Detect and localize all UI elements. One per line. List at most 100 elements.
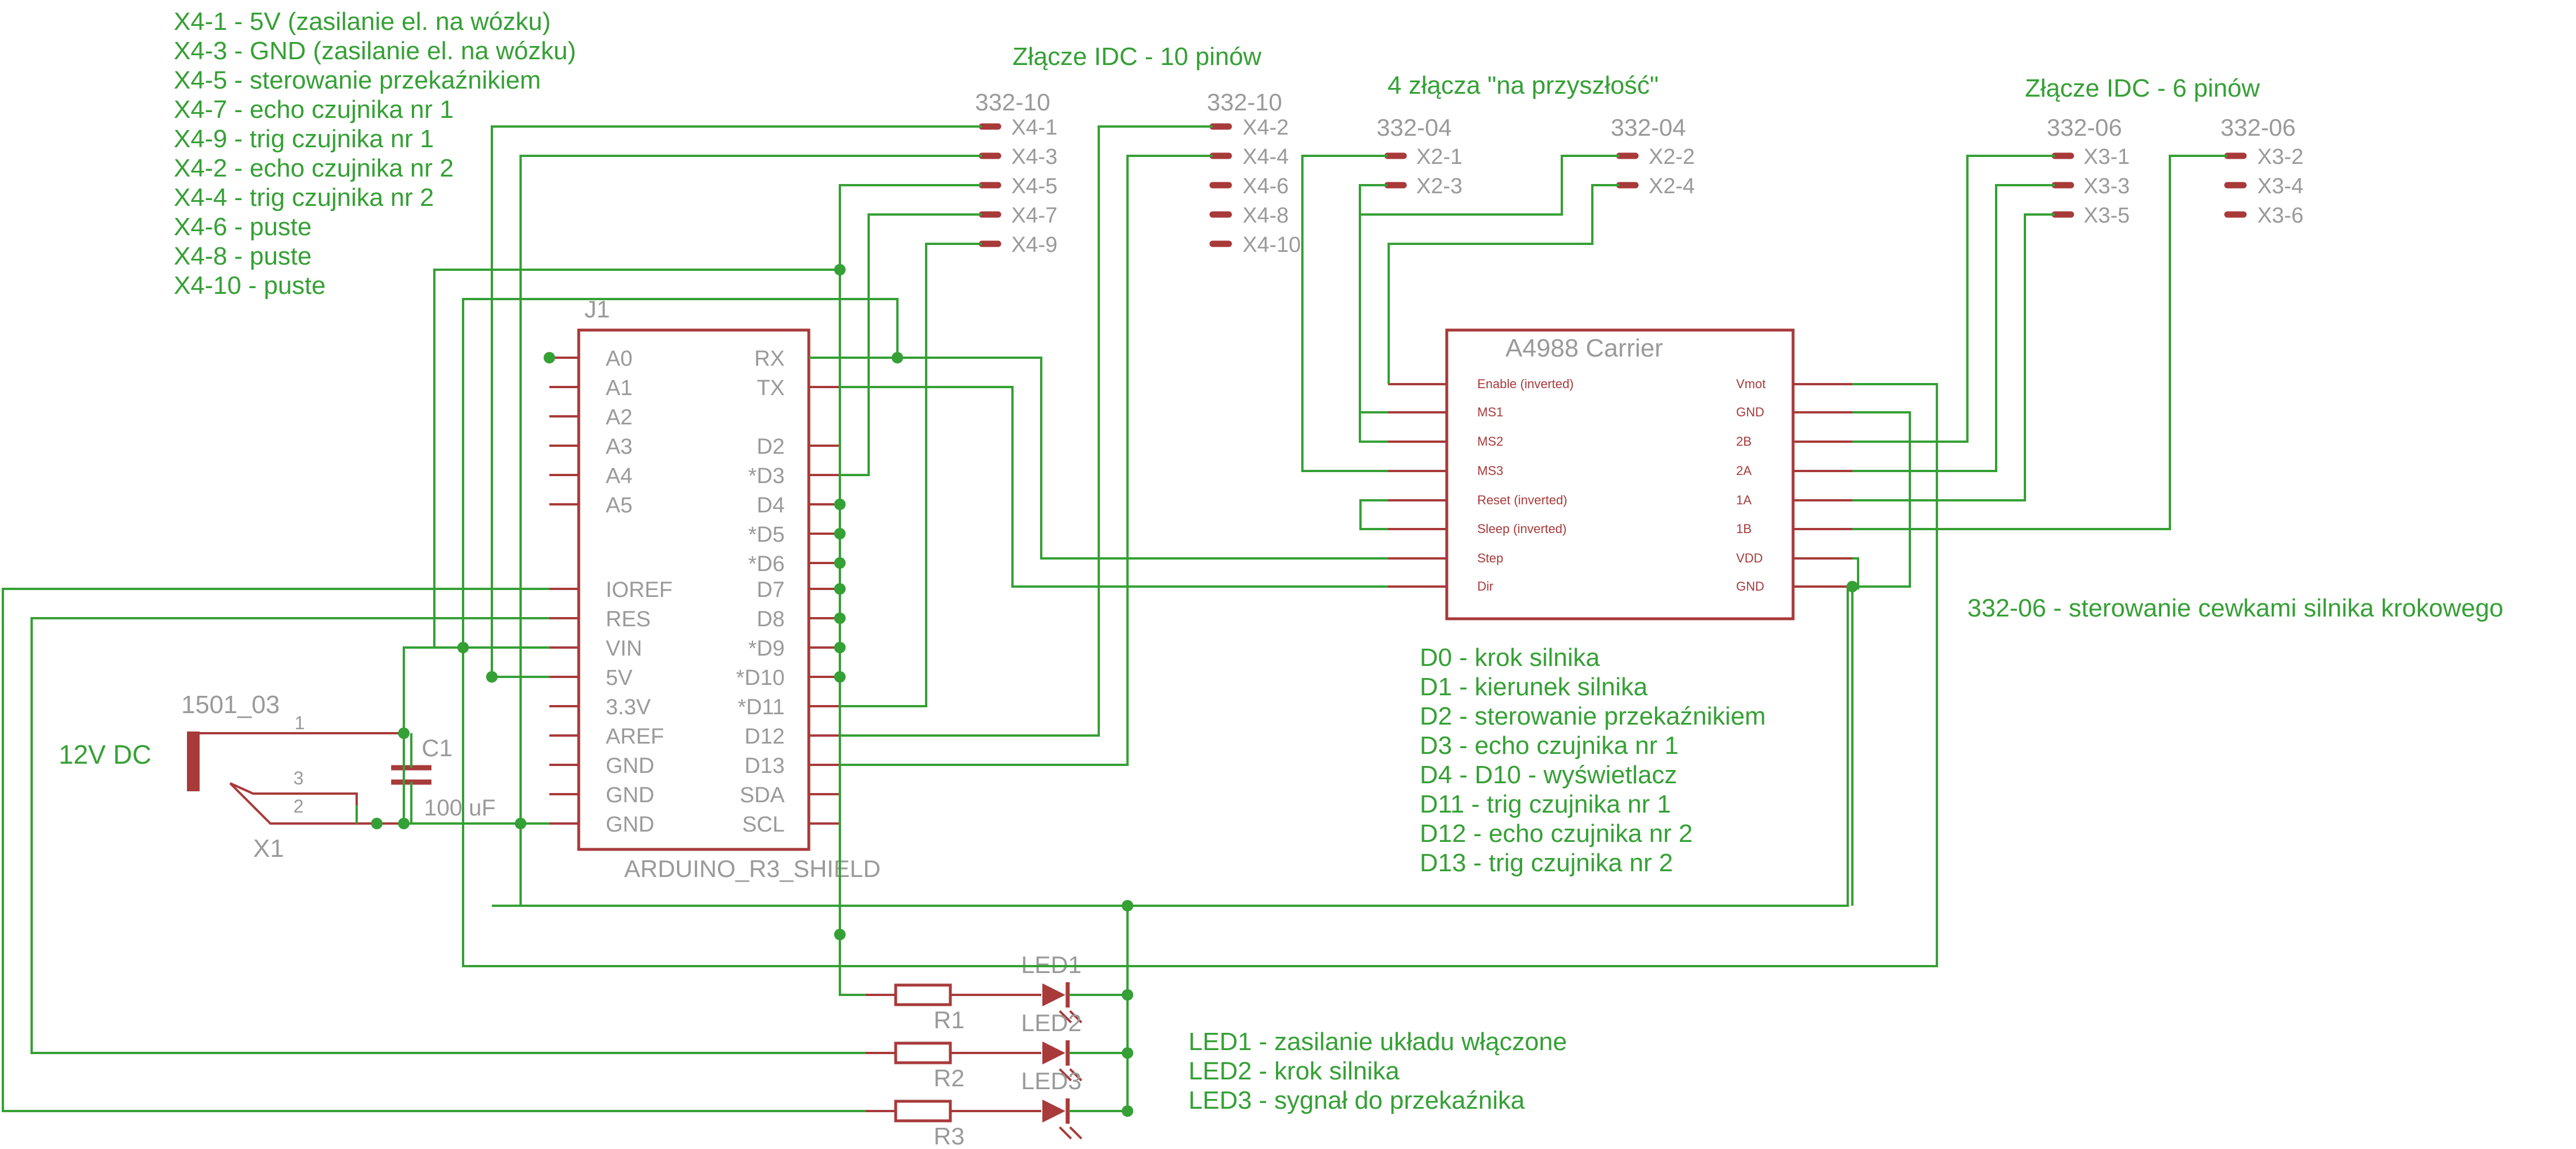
led-label: LED3 (1021, 1067, 1081, 1094)
arduino-pin-label: 3.3V (606, 695, 651, 719)
arduino-pin-label: A1 (606, 376, 632, 400)
connector-part: 332-06 (2220, 114, 2296, 141)
connector-part: 332-04 (1377, 114, 1452, 141)
cap-ref: C1 (422, 734, 453, 761)
arduino-pin-label: A4 (606, 464, 632, 488)
note-x4-5: X4-5 - sterowanie przekaźnikiem (174, 66, 541, 94)
arduino-pin-label: *D10 (736, 666, 785, 690)
arduino-pin-label: SDA (740, 783, 785, 807)
resistor-r3 (894, 1100, 952, 1123)
note-x4-10: X4-10 - puste (174, 271, 326, 300)
pin-label: X2-3 (1416, 174, 1462, 198)
heading-idc6: Złącze IDC - 6 pinów (2025, 74, 2260, 102)
arduino-pin-label: D12 (744, 725, 785, 749)
arduino-pin-label: D4 (756, 493, 785, 518)
note-led3: LED3 - sygnał do przekaźnika (1188, 1086, 1525, 1114)
connector-part: 332-06 (2047, 114, 2122, 141)
driver-pin-label: MS1 (1477, 405, 1503, 419)
pin-label: X4-4 (1243, 145, 1289, 169)
pin-label: X4-2 (1243, 116, 1289, 140)
heading-future: 4 złącza "na przyszłość" (1388, 71, 1658, 99)
connector-x4-odd: 332-10 X4-1 X4-3 X4-5 X4-7 X4-9 (975, 89, 1057, 257)
heading-idc10: Złącze IDC - 10 pinów (1012, 43, 1262, 71)
driver-pin-label: 1B (1736, 522, 1752, 536)
driver-pin-label: MS2 (1477, 434, 1503, 449)
arduino-pin-label: D7 (756, 578, 785, 602)
note-d0: D0 - krok silnika (1420, 644, 1600, 672)
pin-label: X3-3 (2084, 174, 2130, 198)
pin-label: X2-4 (1649, 174, 1695, 198)
pin-label: X4-10 (1243, 233, 1301, 257)
arduino-pin-label: 5V (606, 666, 633, 690)
driver-pin-label: 1A (1736, 493, 1752, 507)
connector-x3-a: 332-06 X3-1 X3-3 X3-5 (2047, 114, 2130, 228)
note-d4-d10: D4 - D10 - wyświetlacz (1420, 761, 1677, 789)
driver-body (1445, 328, 1795, 621)
connector-x2-b: 332-04 X2-2 X2-4 (1611, 114, 1695, 198)
pin-label: X4-5 (1011, 174, 1057, 198)
pin-label: X3-1 (2084, 145, 2130, 169)
connector-x3-b: 332-06 X3-2 X3-4 X3-6 (2220, 114, 2303, 228)
pin-label: X4-3 (1011, 145, 1057, 169)
note-d12: D12 - echo czujnika nr 2 (1420, 819, 1692, 848)
connector-x2-a: 332-04 X2-1 X2-3 (1377, 114, 1462, 198)
pin-label: X4-1 (1011, 116, 1057, 140)
arduino-pin-label: VIN (606, 637, 642, 661)
resistor-r2 (894, 1041, 952, 1064)
arduino-pin-notes: D0 - krok silnika D1 - kierunek silnika … (1420, 644, 1766, 877)
driver-pin-label: Sleep (inverted) (1477, 522, 1566, 536)
note-x4-2: X4-2 - echo czujnika nr 2 (174, 154, 454, 182)
junctions (371, 264, 1858, 1117)
arduino-pin-label: TX (756, 376, 785, 400)
pin-label: X3-4 (2257, 174, 2303, 198)
resistor-r1 (894, 983, 952, 1006)
pin-label: X2-1 (1416, 145, 1462, 169)
note-d1: D1 - kierunek silnika (1420, 673, 1648, 701)
note-d3: D3 - echo czujnika nr 1 (1420, 731, 1679, 760)
pin-label: X2-2 (1649, 145, 1695, 169)
resistor-label: R1 (934, 1006, 965, 1033)
resistor-label: R2 (934, 1064, 965, 1091)
jack-pin-2: 2 (293, 796, 304, 817)
led-3 (1042, 1100, 1065, 1123)
jack-pin-3: 3 (293, 768, 304, 788)
driver-pin-label: 2B (1736, 434, 1752, 449)
arduino-name: ARDUINO_R3_SHIELD (624, 855, 881, 882)
note-led1: LED1 - zasilanie układu włączone (1188, 1028, 1567, 1056)
arduino-pin-label: D2 (756, 435, 785, 459)
driver-pin-label: Reset (inverted) (1477, 493, 1568, 507)
arduino-pin-label: GND (606, 754, 654, 778)
arduino-pin-label: GND (606, 813, 654, 837)
x4-notes: X4-1 - 5V (zasilanie el. na wózku) X4-3 … (174, 7, 576, 300)
jack-part: 1501_03 (181, 691, 280, 719)
arduino-pin-label: *D9 (748, 637, 785, 661)
power-jack: 1501_03 1 3 2 X1 12V DC (59, 691, 404, 863)
pin-label: X3-2 (2257, 145, 2303, 169)
led-2 (1042, 1041, 1065, 1064)
note-x4-8: X4-8 - puste (174, 242, 312, 270)
note-x4-6: X4-6 - puste (174, 213, 312, 241)
arduino-pin-label: *D5 (748, 523, 785, 547)
driver-pin-label: 2A (1736, 464, 1752, 478)
note-coils: 332-06 - sterowanie cewkami silnika krok… (1967, 594, 2504, 622)
connector-x4-even: 332-10 X4-2 X4-4 X4-6 X4-8 X4-10 (1207, 89, 1301, 257)
note-d13: D13 - trig czujnika nr 2 (1420, 849, 1673, 877)
cap-value: 100 uF (424, 795, 496, 821)
led-chain: R1 R2 R3 LED1 LED2 LED3 (866, 951, 1083, 1149)
driver-pin-label: MS3 (1477, 464, 1503, 478)
arduino-pin-label: GND (606, 783, 654, 807)
jack-body (187, 731, 200, 791)
arduino-pin-label: *D6 (748, 552, 785, 576)
note-d2: D2 - sterowanie przekaźnikiem (1420, 702, 1766, 730)
jack-pin-1: 1 (295, 713, 305, 733)
note-x4-3: X4-3 - GND (zasilanie el. na wózku) (174, 37, 576, 65)
arduino-pin-label: D8 (756, 607, 785, 631)
arduino-pin-label: IOREF (606, 578, 672, 602)
driver-pin-label: GND (1736, 579, 1764, 593)
driver-pin-label: Dir (1477, 579, 1493, 593)
led-label: LED1 (1021, 951, 1081, 978)
pin-label: X3-6 (2257, 204, 2303, 228)
resistor-label: R3 (934, 1123, 965, 1149)
capacitor-c1: C1 100 uF (391, 734, 496, 821)
led-1 (1042, 983, 1065, 1006)
